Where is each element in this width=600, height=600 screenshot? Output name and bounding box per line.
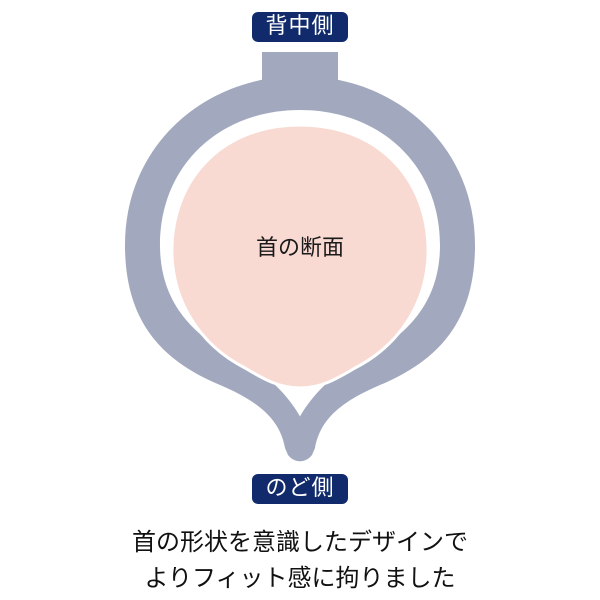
caption-line-1: 首の形状を意識したデザインで [132, 528, 468, 556]
ring-band [125, 76, 475, 462]
neck-cross-section [170, 123, 430, 390]
neck-section-label: 首の断面 [255, 236, 344, 261]
back-side-label: 背中側 [252, 12, 348, 42]
throat-side-label: のど側 [252, 474, 348, 504]
caption-line-2: よりフィット感に拘りました [144, 564, 456, 592]
